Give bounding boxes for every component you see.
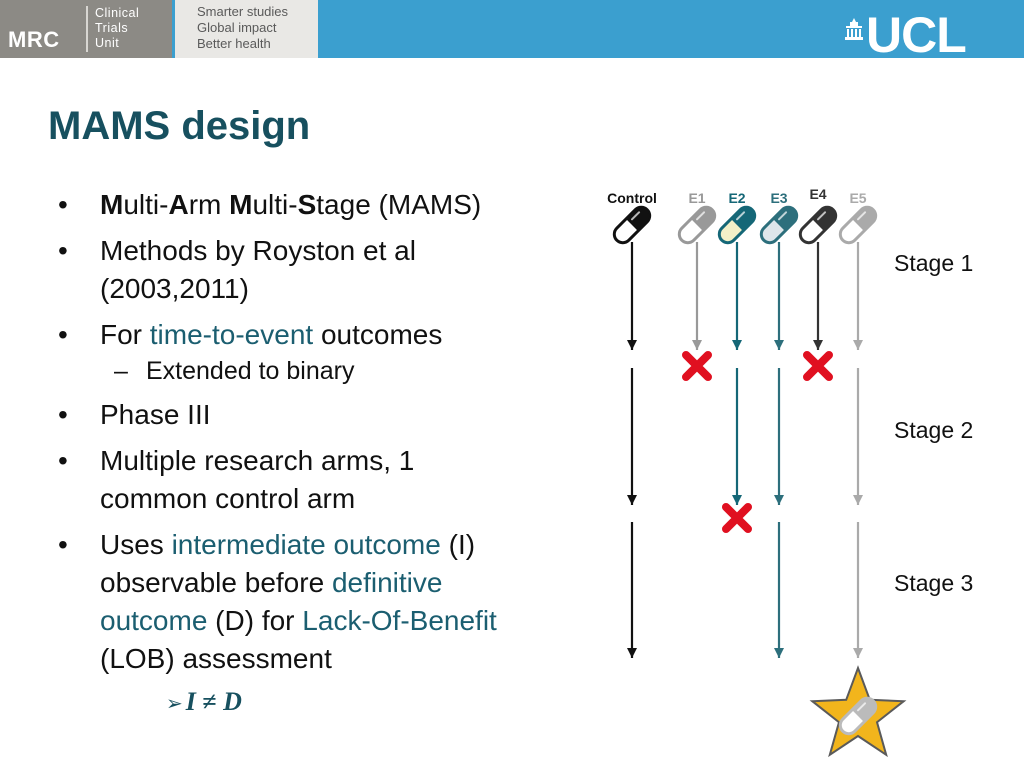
stop-cross-icon-e1 xyxy=(682,351,712,381)
stage-1-arrow-control-head xyxy=(627,340,637,350)
unit-line-1: Clinical xyxy=(95,6,140,20)
intermediate-highlight: intermediate outcome xyxy=(171,529,441,560)
intermediate-line-4: (LOB) assessment xyxy=(100,643,332,674)
sub-bullet-binary: – Extended to binary xyxy=(58,354,558,388)
sub-bullet-dash: – xyxy=(114,357,128,385)
bullet-mams: • Multi-Arm Multi-Stage (MAMS) xyxy=(58,186,558,224)
intermediate-line-1: Uses intermediate outcome (I) xyxy=(100,526,558,564)
stage-2-arrow-e3-head xyxy=(774,495,784,505)
uses-text: Uses xyxy=(100,529,172,560)
text-ulti: ulti- xyxy=(123,189,169,220)
i-not-equal-d-formula: ➢I ≠ D xyxy=(166,687,242,717)
arm-label-e2: E2 xyxy=(728,190,746,206)
bullet-outcomes: • For time-to-event outcomes xyxy=(58,316,558,354)
outcomes-highlight: time-to-event xyxy=(149,319,314,350)
bullet-arms: • Multiple research arms, 1 common contr… xyxy=(58,442,558,518)
stop-cross-icon-e4 xyxy=(803,351,833,381)
text-ulti2: ulti- xyxy=(252,189,298,220)
tagline-3: Better health xyxy=(197,36,271,51)
arm-label-e5: E5 xyxy=(849,190,867,206)
tagline-2: Global impact xyxy=(197,20,277,35)
letter-s: S xyxy=(297,189,317,220)
stage-3-arrow-control-head xyxy=(627,648,637,658)
formula-lhs: I xyxy=(185,687,196,716)
pill-icon-e3 xyxy=(759,205,799,245)
letter-a: A xyxy=(168,189,189,220)
bullet-intermediate: • Uses intermediate outcome (I) observab… xyxy=(58,526,558,678)
stage-1-label: Stage 1 xyxy=(894,250,974,276)
arm-label-e4: E4 xyxy=(809,186,827,202)
phase-text: Phase III xyxy=(100,399,211,430)
bullet-list: • Multi-Arm Multi-Stage (MAMS) • Methods… xyxy=(58,186,558,678)
pill-icon-e1 xyxy=(677,205,717,245)
definitive-highlight: definitive xyxy=(331,567,443,598)
mrc-logo-text: MRC xyxy=(8,27,60,52)
stage-1-arrow-e3-head xyxy=(774,340,784,350)
stage-2-arrow-e2-head xyxy=(732,495,742,505)
stage-2-arrow-control-head xyxy=(627,495,637,505)
stage-3-arrow-e5-head xyxy=(853,648,863,658)
bullet-phase: • Phase III xyxy=(58,396,558,434)
diagram-canvas xyxy=(612,205,907,758)
lob-highlight: Lack-Of-Benefit xyxy=(302,605,497,636)
bullet-dot: • xyxy=(58,235,68,266)
arms-line-1: Multiple research arms, 1 xyxy=(100,445,415,476)
stage-1-arrow-e5-head xyxy=(853,340,863,350)
methods-line-1: Methods by Royston et al xyxy=(100,235,416,266)
stage-1-arrow-e2-head xyxy=(732,340,742,350)
tagline-1: Smarter studies xyxy=(197,4,289,19)
unit-line-2: Trials xyxy=(95,21,129,35)
text-rm: rm xyxy=(188,189,230,220)
stage-2-label: Stage 2 xyxy=(894,417,974,443)
binary-text: Extended to binary xyxy=(146,357,355,385)
outcome-highlight: outcome xyxy=(100,605,208,636)
bullet-dot: • xyxy=(58,445,68,476)
logo-divider xyxy=(86,6,88,52)
intermediate-line-3: outcome (D) for Lack-Of-Benefit xyxy=(100,602,558,640)
arms-line-2: common control arm xyxy=(100,483,356,514)
page-title: MAMS design xyxy=(48,104,311,148)
stage-1-arrow-e4-head xyxy=(813,340,823,350)
stage-2-arrow-e5-head xyxy=(853,495,863,505)
ucl-logo: UCL xyxy=(866,7,967,63)
text-tage: tage (MAMS) xyxy=(316,189,482,220)
unit-line-3: Unit xyxy=(95,36,120,50)
formula-rhs: D xyxy=(223,687,242,716)
pill-icon-control xyxy=(612,205,652,245)
letter-m: M xyxy=(100,189,124,220)
i-text: (I) xyxy=(440,529,476,560)
stop-cross-icon-e2 xyxy=(722,503,752,533)
mrc-ctu-logo: MRC Clinical Trials Unit xyxy=(0,0,172,58)
bullet-dot: • xyxy=(58,189,68,220)
bullet-methods: • Methods by Royston et al (2003,2011) xyxy=(58,232,558,308)
ucl-portico-icon xyxy=(845,18,863,40)
winner-pill-icon xyxy=(838,696,878,736)
methods-line-2: (2003,2011) xyxy=(100,273,249,304)
bullet-dot: • xyxy=(58,319,68,350)
arm-label-e3: E3 xyxy=(770,190,788,206)
stage-1-arrow-e1-head xyxy=(692,340,702,350)
tagline-block: Smarter studies Global impact Better hea… xyxy=(175,0,318,58)
observable-text: observable before xyxy=(100,567,332,598)
stage-3-label: Stage 3 xyxy=(894,570,974,596)
pill-icon-e2 xyxy=(717,205,757,245)
intermediate-line-2: observable before definitive xyxy=(100,564,558,602)
outcomes-post: outcomes xyxy=(313,319,443,350)
letter-m2: M xyxy=(229,189,253,220)
formula-op: ≠ xyxy=(202,687,217,716)
mams-diagram: Stage 1 Stage 2 Stage 3 Control E1 E2 E3 E4 E… xyxy=(590,180,1024,768)
outcomes-pre: For xyxy=(100,319,150,350)
header-banner: MRC Clinical Trials Unit Smarter studies… xyxy=(0,0,1024,63)
bullet-dot: • xyxy=(58,399,68,430)
pill-icon-e5 xyxy=(838,205,878,245)
arm-label-control: Control xyxy=(607,190,657,206)
d-text: (D) for xyxy=(207,605,303,636)
arrow-bullet-icon: ➢ xyxy=(166,691,183,715)
pill-icon-e4 xyxy=(798,205,838,245)
bullet-dot: • xyxy=(58,529,68,560)
arm-label-e1: E1 xyxy=(688,190,706,206)
stage-3-arrow-e3-head xyxy=(774,648,784,658)
